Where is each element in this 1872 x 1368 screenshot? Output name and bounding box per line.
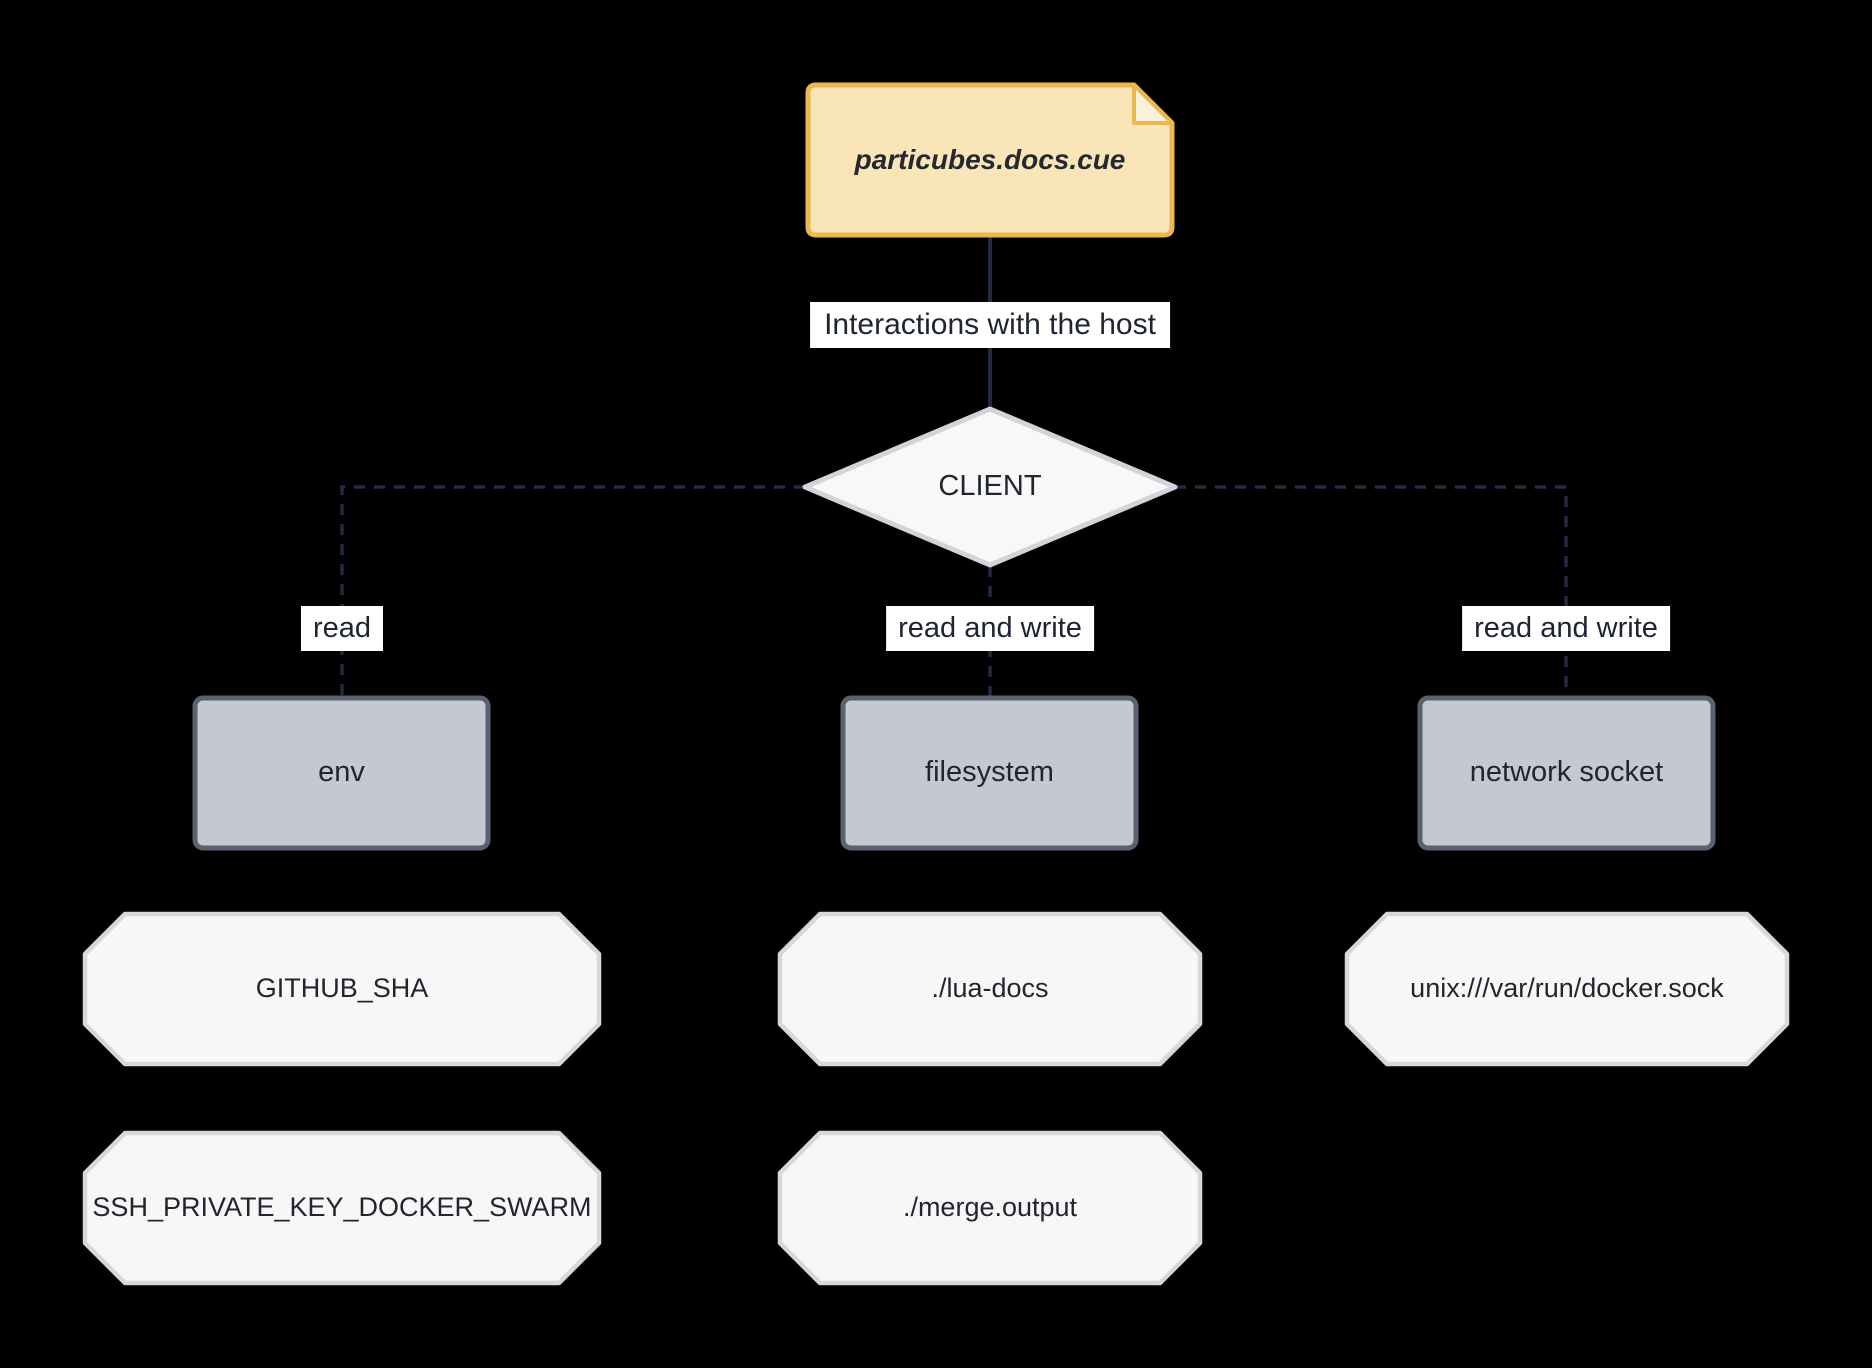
github-sha-label: GITHUB_SHA: [255, 973, 429, 1004]
merge-output-label: ./merge.output: [902, 1192, 1078, 1223]
filesystem-box-shape: [840, 695, 1139, 851]
edge-label-read-and-write-filesystem: read and write: [886, 606, 1094, 651]
ssh-key-label: SSH_PRIVATE_KEY_DOCKER_SWARM: [92, 1192, 592, 1223]
merge-output-shape: [777, 1130, 1203, 1286]
client-label: CLIENT: [938, 470, 1042, 503]
client-decision-shape: [802, 406, 1178, 568]
lua-docs-label: ./lua-docs: [931, 973, 1049, 1004]
edge-label-interactions-with-host: Interactions with the host: [810, 302, 1170, 348]
github-sha-shape: [82, 911, 602, 1067]
env-label: env: [318, 756, 365, 789]
edge-client-to-env: [340, 485, 805, 700]
docker-sock-shape: [1344, 911, 1790, 1067]
ssh-key-shape: [82, 1130, 602, 1286]
filesystem-label: filesystem: [925, 756, 1054, 789]
edge-label-read: read: [300, 606, 384, 651]
network-socket-box-shape: [1417, 695, 1716, 851]
note-folded-corner: [1132, 83, 1174, 125]
lua-docs-shape: [777, 911, 1203, 1067]
note-shape: [805, 82, 1175, 238]
env-box-shape: [192, 695, 491, 851]
docker-sock-label: unix:///var/run/docker.sock: [1410, 973, 1724, 1004]
edge-client-to-network-socket: [1175, 485, 1568, 700]
network-socket-label: network socket: [1469, 756, 1664, 789]
note-label: particubes.docs.cue: [854, 143, 1126, 175]
edge-label-read-and-write-network: read and write: [1462, 606, 1670, 651]
